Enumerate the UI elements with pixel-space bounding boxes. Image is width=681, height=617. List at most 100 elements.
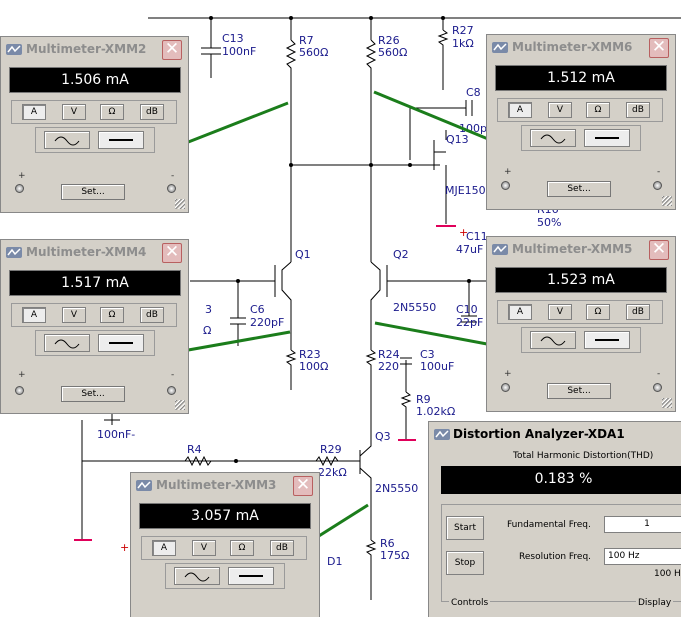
label-r7-value: 560Ω [299, 46, 328, 59]
signal-group [521, 327, 641, 353]
multisim-logo-icon [6, 247, 22, 258]
ac-sine-button[interactable] [44, 131, 90, 149]
dc-line-icon [595, 339, 619, 341]
mode-ammeter-button[interactable]: A [152, 540, 176, 556]
positive-terminal[interactable] [15, 184, 24, 193]
mode-ammeter-button[interactable]: A [22, 307, 46, 323]
multimeter-xmm2-window[interactable]: Multimeter-XMM2 ✕ 1.506 mA A V Ω dB + - … [0, 36, 189, 213]
title-bar[interactable]: Multimeter-XMM6 ✕ [487, 35, 675, 61]
multimeter-xmm4-window[interactable]: Multimeter-XMM4 ✕ 1.517 mA A V Ω dB + - … [0, 239, 189, 414]
mode-decibel-button[interactable]: dB [626, 102, 650, 118]
mode-ohmmeter-button[interactable]: Ω [100, 104, 124, 120]
mode-decibel-button[interactable]: dB [626, 304, 650, 320]
mode-ohmmeter-button[interactable]: Ω [230, 540, 254, 556]
fundamental-freq-label: Fundamental Freq. [507, 520, 591, 530]
set-button[interactable]: Set... [547, 181, 611, 197]
mode-voltmeter-button[interactable]: V [548, 102, 572, 118]
ac-sine-button[interactable] [530, 331, 576, 349]
distortion-analyzer-xda1-window[interactable]: Distortion Analyzer-XDA1 Total Harmonic … [428, 421, 681, 617]
settings-frame: Start Stop Fundamental Freq. 1 Resolutio… [441, 504, 681, 602]
set-button[interactable]: Set... [547, 383, 611, 399]
start-button[interactable]: Start [446, 516, 484, 540]
multimeter-xmm5-window[interactable]: Multimeter-XMM5 ✕ 1.523 mA A V Ω dB + - … [486, 236, 676, 412]
set-button[interactable]: Set... [61, 184, 125, 200]
set-button[interactable]: Set... [61, 386, 125, 402]
positive-terminal[interactable] [15, 386, 24, 395]
resize-grip[interactable] [175, 199, 185, 209]
mode-ammeter-button[interactable]: A [22, 104, 46, 120]
label-r16-value: 50% [537, 216, 561, 229]
negative-terminal[interactable] [653, 383, 662, 392]
multisim-logo-icon [136, 480, 152, 491]
label-q2-part: 2N5550 [393, 301, 436, 314]
close-icon[interactable]: ✕ [649, 38, 669, 58]
mode-ammeter-button[interactable]: A [508, 102, 532, 118]
label-r6-value: 175Ω [380, 549, 409, 562]
dc-line-icon [109, 139, 133, 141]
window-title: Multimeter-XMM5 [512, 242, 633, 256]
negative-terminal[interactable] [167, 386, 176, 395]
title-bar[interactable]: Multimeter-XMM2 ✕ [1, 37, 188, 63]
positive-terminal[interactable] [501, 181, 510, 190]
dc-button[interactable] [98, 131, 144, 149]
resize-grip[interactable] [662, 398, 672, 408]
mode-ammeter-button[interactable]: A [508, 304, 532, 320]
dc-button[interactable] [584, 331, 630, 349]
label-c11: C11 [466, 230, 488, 243]
multimeter-xmm3-window[interactable]: Multimeter-XMM3 ✕ 3.057 mA A V Ω dB [130, 472, 320, 617]
ground-symbols [74, 225, 456, 541]
ac-sine-button[interactable] [530, 129, 576, 147]
controls-group-label: Controls [449, 598, 491, 608]
mode-voltmeter-button[interactable]: V [62, 307, 86, 323]
label-r24-value: 220 [378, 360, 399, 373]
multisim-logo-icon [434, 429, 450, 440]
mode-voltmeter-button[interactable]: V [548, 304, 572, 320]
close-icon[interactable]: ✕ [649, 240, 669, 260]
close-icon[interactable]: ✕ [162, 243, 182, 263]
mode-voltmeter-button[interactable]: V [192, 540, 216, 556]
title-bar[interactable]: Multimeter-XMM3 ✕ [131, 473, 319, 499]
mode-ohmmeter-button[interactable]: Ω [100, 307, 124, 323]
window-title: Distortion Analyzer-XDA1 [453, 427, 625, 441]
close-icon[interactable]: ✕ [293, 476, 313, 496]
stop-button[interactable]: Stop [446, 551, 484, 575]
negative-terminal-label: - [657, 167, 661, 177]
dc-button[interactable] [228, 567, 274, 585]
ac-sine-button[interactable] [44, 334, 90, 352]
label-q2: Q2 [393, 248, 409, 261]
resolution-freq-select[interactable]: 100 Hz [604, 548, 681, 565]
display-group-label: Display [636, 598, 674, 608]
title-bar[interactable]: Multimeter-XMM4 ✕ [1, 240, 188, 266]
label-r26-value: 560Ω [378, 46, 407, 59]
mode-decibel-button[interactable]: dB [140, 104, 164, 120]
negative-terminal[interactable] [167, 184, 176, 193]
positive-terminal-label: + [504, 369, 512, 379]
reading-display: 1.523 mA [495, 267, 667, 293]
ac-sine-button[interactable] [174, 567, 220, 585]
label-r27-value: 1kΩ [452, 37, 474, 50]
junction-dots [209, 16, 471, 463]
sine-wave-icon [184, 572, 210, 582]
label-c6: C6 [250, 303, 265, 316]
mode-decibel-button[interactable]: dB [140, 307, 164, 323]
signal-group [35, 127, 155, 153]
title-bar[interactable]: Distortion Analyzer-XDA1 [429, 422, 681, 448]
dc-button[interactable] [98, 334, 144, 352]
resize-grip[interactable] [175, 400, 185, 410]
close-icon[interactable]: ✕ [162, 40, 182, 60]
resize-grip[interactable] [662, 196, 672, 206]
mode-decibel-button[interactable]: dB [270, 540, 294, 556]
negative-terminal[interactable] [653, 181, 662, 190]
positive-terminal[interactable] [501, 383, 510, 392]
label-r9: R9 [416, 393, 431, 406]
dc-button[interactable] [584, 129, 630, 147]
mode-ohmmeter-button[interactable]: Ω [586, 304, 610, 320]
title-bar[interactable]: Multimeter-XMM5 ✕ [487, 237, 675, 263]
fundamental-freq-input[interactable]: 1 [604, 516, 681, 533]
mode-ohmmeter-button[interactable]: Ω [586, 102, 610, 118]
multimeter-xmm6-window[interactable]: Multimeter-XMM6 ✕ 1.512 mA A V Ω dB + - … [486, 34, 676, 210]
mode-voltmeter-button[interactable]: V [62, 104, 86, 120]
label-r29: R29 [320, 443, 342, 456]
window-title: Multimeter-XMM4 [26, 245, 147, 259]
